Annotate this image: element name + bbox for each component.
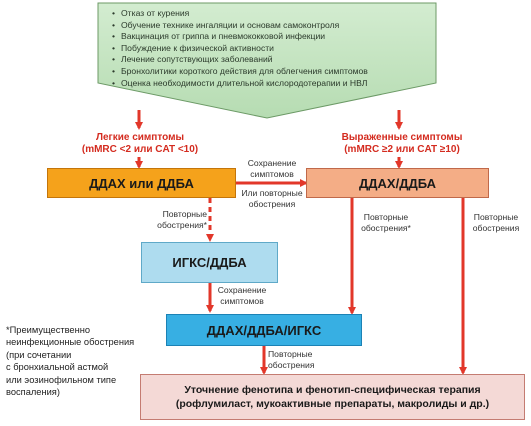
box-ddah-ddba-label: ДДАХ/ДДБА xyxy=(359,175,436,191)
recommendation-item: Обучение технике ингаляции и основам сам… xyxy=(112,20,412,32)
box-ddah-ddba: ДДАХ/ДДБА xyxy=(306,168,489,198)
label-or-repeat: Или повторные обострения xyxy=(241,188,303,209)
severe-title: Выраженные симптомы xyxy=(341,132,463,143)
phenotype-line-1: Уточнение фенотипа и фенотип-специфическ… xyxy=(184,384,481,396)
box-ddah-or-ddba-label: ДДАХ или ДДБА xyxy=(89,175,194,191)
box-triple-label: ДДАХ/ДДБА/ИГКС xyxy=(206,322,322,338)
box-ddah-or-ddba: ДДАХ или ДДБА xyxy=(47,168,236,198)
label-repeat-3: Повторные обострения xyxy=(472,212,520,233)
box-igks-ddba-label: ИГКС/ДДБА xyxy=(172,255,247,270)
footnote: *Преимущественно неинфекционные обострен… xyxy=(6,325,135,398)
recommendation-item: Вакцинация от гриппа и пневмококковой ин… xyxy=(112,31,412,43)
severe-criteria: (mMRC ≥2 или CAT ≥10) xyxy=(344,144,460,155)
recommendation-item: Отказ от курения xyxy=(112,8,412,20)
mild-title: Легкие симптомы xyxy=(95,132,185,143)
label-repeat-4: Повторные обострения xyxy=(268,349,315,370)
box-igks-ddba: ИГКС/ДДБА xyxy=(141,242,278,283)
severe-symptoms-heading: Выраженные симптомы (mMRC ≥2 или CAT ≥10… xyxy=(322,132,482,156)
label-repeat-star-2: Повторные обострения* xyxy=(361,212,411,233)
label-keep-symptoms-2: Сохранение симптомов xyxy=(217,285,267,306)
recommendation-item: Побуждение к физической активности xyxy=(112,43,412,55)
recommendation-item: Лечение сопутствующих заболеваний xyxy=(112,54,412,66)
label-keep-symptoms-1: Сохранение симптомов xyxy=(247,158,297,179)
box-phenotype-therapy: Уточнение фенотипа и фенотип-специфическ… xyxy=(140,374,525,420)
mild-criteria: (mMRC <2 или CAT <10) xyxy=(81,144,199,155)
label-repeat-star-1: Повторные обострения* xyxy=(157,209,207,230)
phenotype-line-2: (рофлумиласт, мукоактивные препараты, ма… xyxy=(175,398,490,410)
recommendations-list: Отказ от курения Обучение технике ингаля… xyxy=(112,8,412,89)
mild-symptoms-heading: Легкие симптомы (mMRC <2 или CAT <10) xyxy=(70,132,210,156)
box-triple: ДДАХ/ДДБА/ИГКС xyxy=(166,314,362,346)
recommendation-item: Бронхолитики короткого действия для обле… xyxy=(112,66,412,78)
recommendation-item: Оценка необходимости длительной кислород… xyxy=(112,78,412,90)
